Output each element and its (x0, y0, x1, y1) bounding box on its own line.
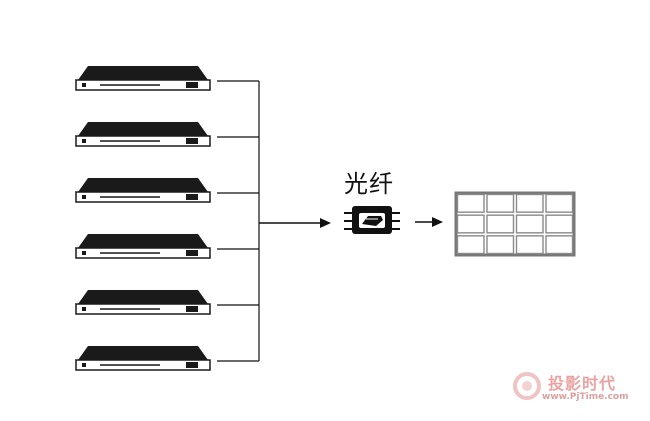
video-wall-panel (486, 235, 515, 255)
server-stack (75, 66, 211, 371)
watermark: 投影时代 www.PjTime.com (512, 368, 642, 412)
server-unit (75, 66, 211, 91)
video-wall-panel (456, 214, 485, 234)
video-wall-panel (486, 214, 515, 234)
video-wall-panel (545, 214, 574, 234)
watermark-logo-icon (513, 372, 541, 400)
watermark-brand: 投影时代 (548, 374, 617, 393)
arrow-to-transceiver (259, 218, 331, 228)
video-wall-panel (456, 193, 485, 213)
video-wall-panel (486, 193, 515, 213)
fiber-label: 光纤 (344, 170, 394, 198)
connector-lines (217, 80, 260, 362)
arrow-to-video-wall (415, 217, 443, 227)
server-unit (75, 346, 211, 371)
server-unit (75, 122, 211, 147)
video-wall-panel (515, 193, 544, 213)
video-wall-panel (456, 235, 485, 255)
server-unit (75, 234, 211, 259)
video-wall-panel (515, 214, 544, 234)
video-wall-panel (545, 235, 574, 255)
fiber-transceiver-icon (344, 206, 400, 234)
server-unit (75, 290, 211, 315)
server-unit (75, 178, 211, 203)
video-wall (454, 191, 576, 257)
video-wall-panel (515, 235, 544, 255)
watermark-url: www.PjTime.com (542, 392, 629, 402)
video-wall-panel (545, 193, 574, 213)
